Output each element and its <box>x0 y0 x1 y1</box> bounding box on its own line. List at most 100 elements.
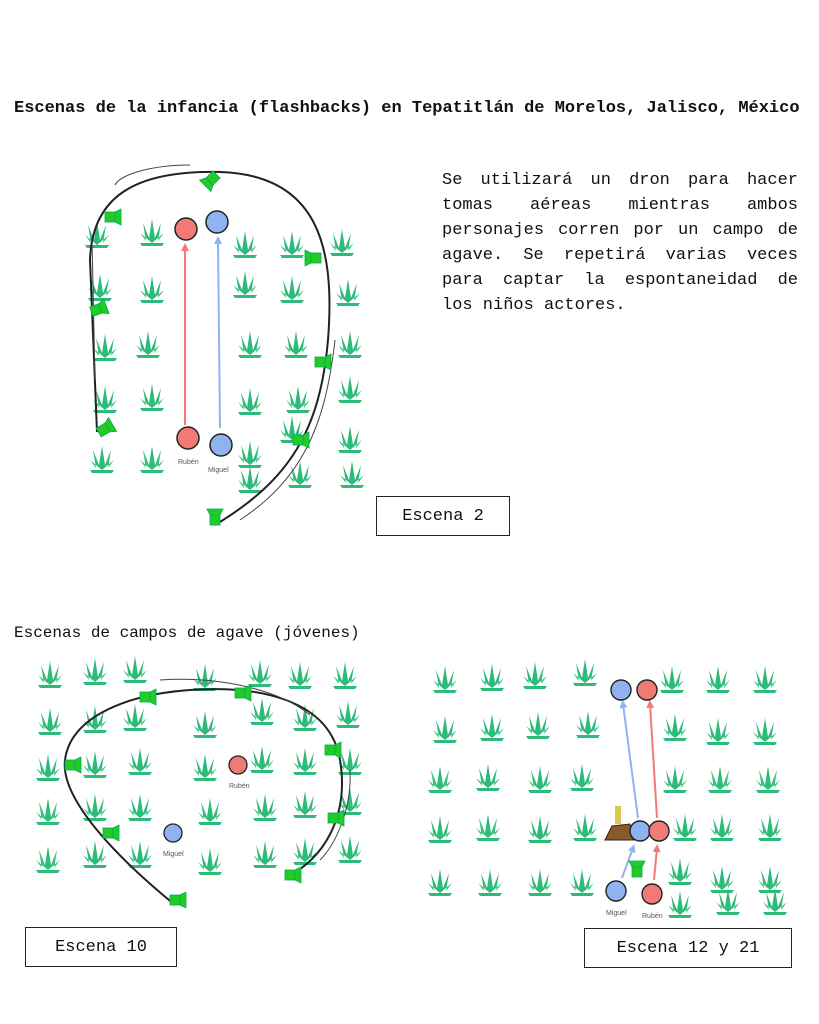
agave-plant <box>340 461 364 488</box>
scene-2-label: Escena 2 <box>376 496 510 536</box>
agave-plant <box>338 376 362 403</box>
agave-plant <box>238 466 262 493</box>
agave-plant <box>83 841 107 868</box>
agave-plant <box>140 219 164 246</box>
agave-plant <box>280 276 304 303</box>
agave-plant <box>523 662 547 689</box>
agave-plant <box>573 814 597 841</box>
agave-plant <box>428 766 452 793</box>
miguel-label-12: Miguel <box>606 910 627 917</box>
ruben-end <box>174 217 198 241</box>
agave-plant <box>293 748 317 775</box>
agave-plant <box>338 426 362 453</box>
agave-plant <box>710 814 734 841</box>
drone-path-scene2 <box>88 170 331 526</box>
agave-plant <box>526 712 550 739</box>
agave-plant <box>293 838 317 865</box>
ruben-label: Rubén <box>178 459 199 466</box>
agave-plant <box>428 816 452 843</box>
agave-plant <box>253 841 277 868</box>
agave-plant <box>233 231 257 258</box>
agave-plant <box>668 891 692 918</box>
section-subtitle: Escenas de campos de agave (jóvenes) <box>14 624 360 642</box>
agave-plant <box>248 660 272 687</box>
agave-plant <box>528 816 552 843</box>
agave-plant <box>83 706 107 733</box>
agave-plant <box>288 461 312 488</box>
agave-plant <box>433 666 457 693</box>
agave-plant <box>193 711 217 738</box>
agave-plant <box>128 794 152 821</box>
agave-plant <box>250 698 274 725</box>
scene-10-label: Escena 10 <box>25 927 177 967</box>
agave-plant <box>660 666 684 693</box>
agave-plant <box>668 858 692 885</box>
miguel-label-10: Miguel <box>163 851 184 858</box>
agave-plant <box>476 764 500 791</box>
agave-plant <box>36 754 60 781</box>
agave-plant <box>333 662 357 689</box>
ruben-label-10: Rubén <box>229 783 250 790</box>
scene-description: Se utilizará un dron para hacer tomas aé… <box>442 171 798 315</box>
agave-plant <box>706 666 730 693</box>
miguel-end <box>205 210 229 234</box>
agave-plant <box>128 841 152 868</box>
agave-plant <box>238 441 262 468</box>
agave-plant <box>710 866 734 893</box>
agave-plant <box>663 714 687 741</box>
agave-plant <box>140 384 164 411</box>
agave-plant <box>253 794 277 821</box>
agave-plant <box>198 848 222 875</box>
agave-plant <box>36 798 60 825</box>
agave-plant <box>758 814 782 841</box>
agave-plant <box>753 666 777 693</box>
agave-plant <box>663 766 687 793</box>
rock-bottle <box>604 823 635 841</box>
agave-plant <box>238 388 262 415</box>
agave-plant <box>93 334 117 361</box>
agave-plant <box>83 658 107 685</box>
agave-plant <box>250 746 274 773</box>
ruben-label-12: Rubén <box>642 913 663 920</box>
agave-plant <box>528 766 552 793</box>
agave-plant <box>38 661 62 688</box>
agave-plant <box>286 386 310 413</box>
agave-plant <box>338 331 362 358</box>
agave-plant <box>36 846 60 873</box>
drone-path-scene10 <box>63 688 343 906</box>
agave-plant <box>193 754 217 781</box>
ruben-start <box>176 426 200 450</box>
agave-plant <box>673 814 697 841</box>
agave-plant <box>753 718 777 745</box>
agave-plant <box>756 766 780 793</box>
agave-plant <box>758 866 782 893</box>
agave-plant <box>706 718 730 745</box>
agave-plant <box>428 869 452 896</box>
agave-plant <box>528 869 552 896</box>
agave-plant <box>123 656 147 683</box>
agave-plant <box>284 331 308 358</box>
scene-12-21-label: Escena 12 y 21 <box>584 928 792 968</box>
agave-field <box>36 219 787 918</box>
agave-plant <box>136 331 160 358</box>
agave-plant <box>338 836 362 863</box>
agave-plant <box>478 869 502 896</box>
agave-plant <box>336 701 360 728</box>
agave-plant <box>90 446 114 473</box>
agave-plant <box>330 229 354 256</box>
agave-plant <box>198 798 222 825</box>
agave-plant <box>140 446 164 473</box>
agave-plant <box>140 276 164 303</box>
page-title: Escenas de la infancia (flashbacks) en T… <box>14 99 800 118</box>
agave-plant <box>288 662 312 689</box>
agave-plant <box>38 708 62 735</box>
agave-plant <box>83 751 107 778</box>
agave-plant <box>128 748 152 775</box>
agave-plant <box>280 231 304 258</box>
agave-plant <box>238 331 262 358</box>
agave-plant <box>233 271 257 298</box>
agave-plant <box>573 659 597 686</box>
agave-plant <box>576 711 600 738</box>
